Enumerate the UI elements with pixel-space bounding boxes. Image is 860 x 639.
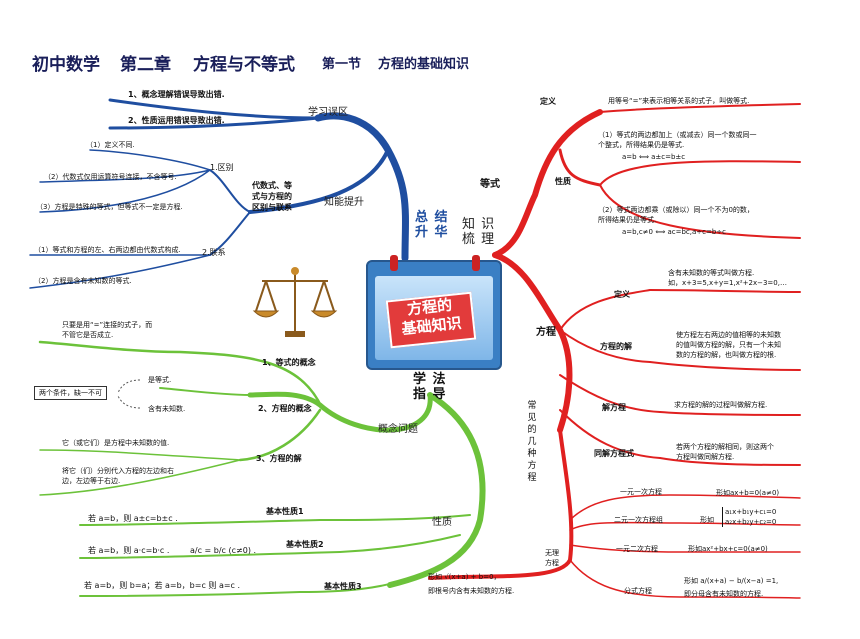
eq-concept: 1、等式的概念 <box>262 358 316 367</box>
equation-solution: 方程的解 <box>600 342 632 351</box>
prop-2-formula-2: a/c = b/c (c≠0) . <box>190 546 257 555</box>
link-label: 2.联系 <box>202 248 226 257</box>
equality-nature: 性质 <box>555 177 571 186</box>
calendar-board-icon: 方程的 基础知识 <box>366 255 502 370</box>
solution: 3、方程的解 <box>256 454 302 463</box>
cond-b: 含有未知数. <box>148 405 186 413</box>
nature-1-formula: a=b ⟺ a±c=b±c <box>622 153 686 161</box>
diff-2: （2）代数式仅用运算符号连接，不含等号. <box>44 173 177 181</box>
title-section-name: 方程的基础知识 <box>378 57 470 72</box>
nature-1: （1）等式的两边都加上（或减去）同一个数或同一 个整式，所得结果仍是等式. <box>598 131 757 149</box>
prop-2: 基本性质2 <box>286 540 324 549</box>
hub-review: 知 识 梳 理 <box>462 217 496 247</box>
eq-concept-desc: 只要是用“=”连接的式子，而 不管它是否成立. <box>62 321 153 339</box>
cond-box: 两个条件，缺一不可 <box>34 386 107 400</box>
fe-concept: 2、方程的概念 <box>258 404 312 413</box>
kind-4-formula: 形如 a/(x+a) − b/(x−a) =1, <box>684 577 779 585</box>
hub-method: 学 法 指 导 <box>413 372 447 402</box>
nature-2-formula: a=b,c≠0 ⟺ ac=bc,a÷c=b÷c <box>622 228 727 236</box>
title-topic: 方程与不等式 <box>193 55 295 75</box>
label-property: 性质 <box>432 517 452 528</box>
label-improve: 知能提升 <box>324 197 364 208</box>
same-solution: 同解方程式 <box>594 449 634 458</box>
equation-solution-desc: 使方程左右两边的值相等的未知数 的值叫做方程的解，只有一个未知 数的方程的解，也… <box>676 331 781 359</box>
prop-3-formula: 若 a=b，则 b=a；若 a=b，b=c 则 a=c . <box>84 581 241 590</box>
label-concept-problem: 概念问题 <box>378 424 418 435</box>
hub-summary: 总 结 升 华 <box>415 210 449 240</box>
kind-2-prefix: 形如 <box>700 516 714 524</box>
label-kinds: 常见的几种方程 <box>527 401 537 483</box>
prop-2-formula: 若 a=b，则 a·c=b·c . <box>88 546 170 555</box>
kind-5: 无理 方程 <box>545 549 559 567</box>
prop-1: 基本性质1 <box>266 507 304 516</box>
cond-a: 是等式. <box>148 376 172 384</box>
kind-3-formula: 形如ax²+bx+c=0(a≠0) <box>688 545 768 553</box>
kind-5-desc: 即根号内含有未知数的方程. <box>428 587 515 595</box>
solve-equation-desc: 求方程的解的过程叫做解方程. <box>674 401 768 409</box>
nature-2: （2）等式两边都乘（或除以）同一个不为0的数， 所得结果仍是等式. <box>598 206 754 224</box>
kind-3: 一元二次方程 <box>616 545 658 553</box>
diff-1: （1）定义不同. <box>86 141 135 149</box>
solve-equation: 解方程 <box>602 403 626 412</box>
link-2: （2）方程是含有未知数的等式. <box>34 277 132 285</box>
kind-2: 二元一次方程组 <box>614 516 663 524</box>
diff-3: （3）方程是特殊的等式，但等式不一定是方程. <box>36 203 183 211</box>
kind-2-formula: a₁x+b₁y+c₁=0 a₂x+b₂y+c₂=0 <box>722 507 776 527</box>
label-mistakes: 学习误区 <box>308 107 348 118</box>
label-equation: 方程 <box>536 327 556 338</box>
kind-4-desc: 即分母含有未知数的方程. <box>684 590 764 598</box>
balance-scale-icon <box>252 267 338 337</box>
title-section: 第一节 <box>322 57 362 72</box>
diff-label: 1.区别 <box>210 163 234 172</box>
prop-1-formula: 若 a=b，则 a±c=b±c . <box>88 514 178 523</box>
link-1: （1）等式和方程的左、右两边都由代数式构成. <box>34 246 181 254</box>
solution-desc-2: 将它（们）分别代入方程的左边和右 边，左边等于右边. <box>62 467 174 485</box>
kind-4: 分式方程 <box>624 587 652 595</box>
equation-def: 定义 <box>614 290 630 299</box>
kind-5-formula: 形如 √(x+a) + b=0， <box>428 573 501 581</box>
title-chapter: 第二章 <box>120 55 171 75</box>
solution-desc-1: 它（或它们）是方程中未知数的值. <box>62 439 170 447</box>
equality-def-desc: 用等号“=”来表示相等关系的式子，叫做等式. <box>608 97 750 105</box>
kind-1: 一元一次方程 <box>620 488 662 496</box>
mistake-2: 2、性质运用错误导致出错. <box>128 116 225 125</box>
kind-1-formula: 形如ax+b=0(a≠0) <box>716 489 780 497</box>
prop-3: 基本性质3 <box>324 582 362 591</box>
equation-def-desc: 含有未知数的等式叫做方程. 如，x+3=5,x+y=1,x²+2x−3=0,… <box>668 269 787 287</box>
equality-def: 定义 <box>540 97 556 106</box>
center-topic: 方程的 基础知识 <box>385 291 477 349</box>
same-solution-desc: 若两个方程的解相同，则这两个 方程叫做同解方程. <box>676 443 774 461</box>
title-subject: 初中数学 <box>32 55 100 75</box>
diff-title: 代数式、等 式与方程的 区别与联系 <box>252 181 292 212</box>
label-equality: 等式 <box>480 179 500 190</box>
mistake-1: 1、概念理解错误导致出错. <box>128 90 225 99</box>
